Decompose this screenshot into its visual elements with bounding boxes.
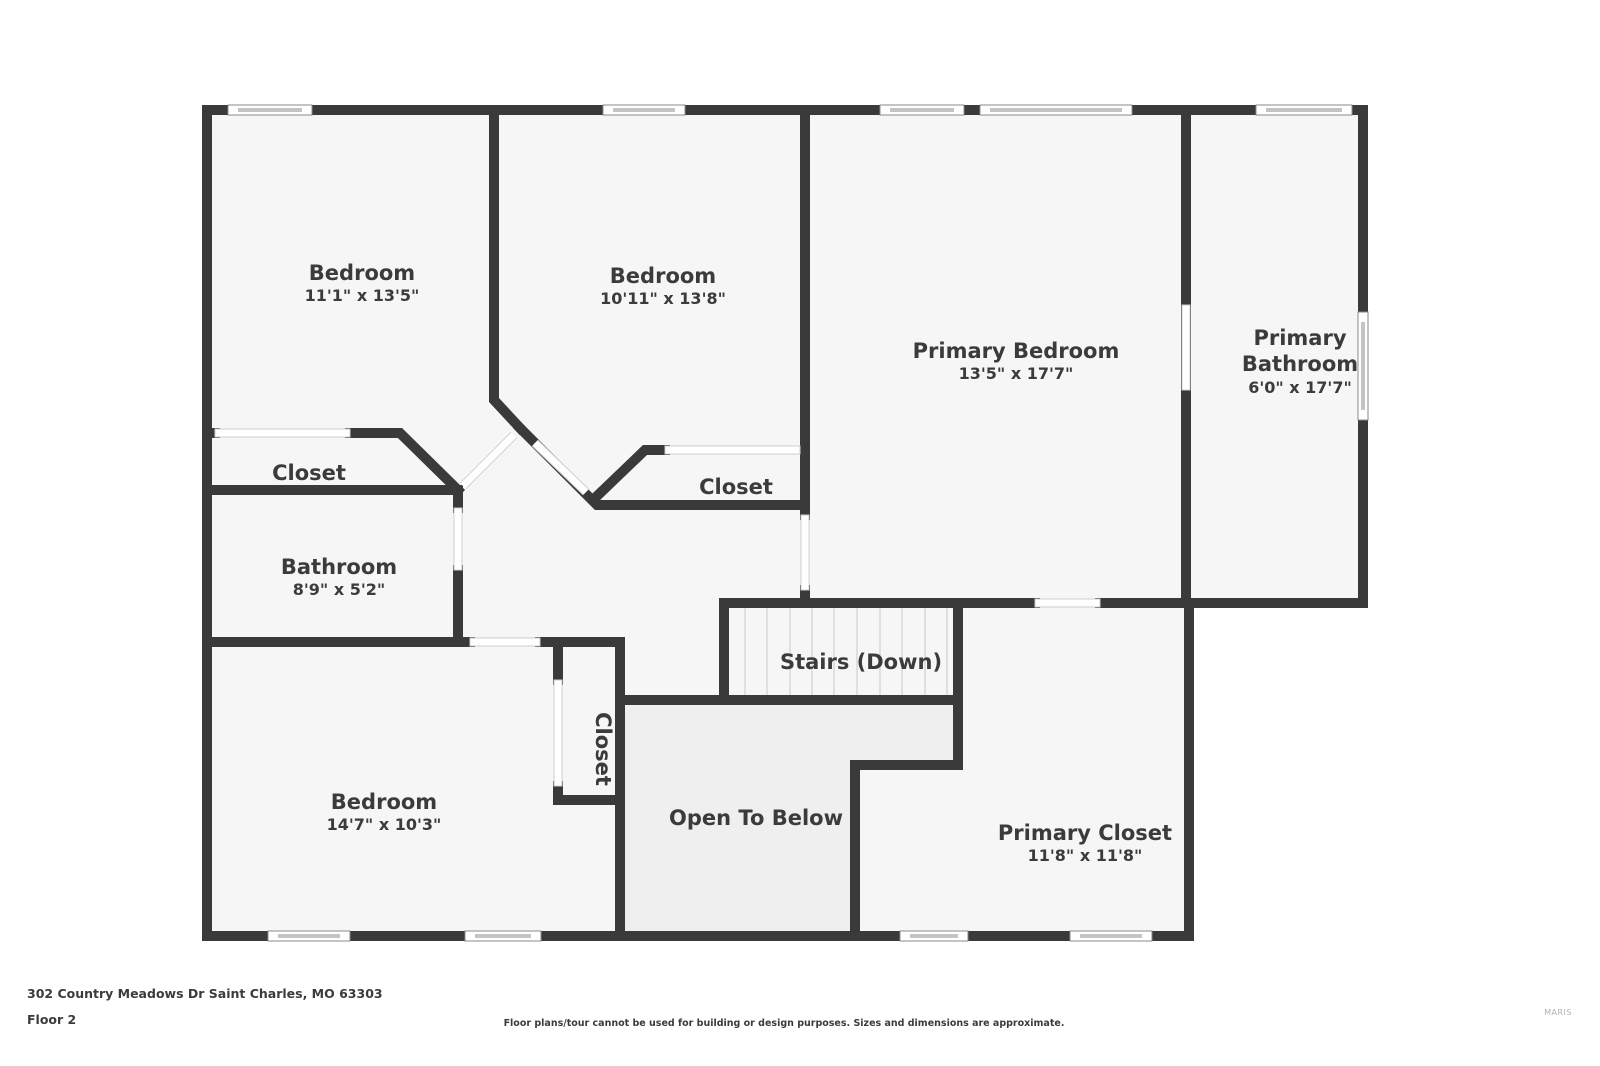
room-label-closet-1: Closet [272,460,346,486]
room-name: Closet [699,474,773,499]
windows [227,104,1369,942]
room-label-bedroom-2: Bedroom 10'11" x 13'8" [600,263,726,309]
disclaimer: Floor plans/tour cannot be used for buil… [503,1018,1065,1029]
floor-label: Floor 2 [27,1012,77,1027]
room-label-bedroom-1: Bedroom 11'1" x 13'5" [305,260,420,306]
room-fills [207,110,1363,936]
room-label-bedroom-3: Bedroom 14'7" x 10'3" [327,789,442,835]
door-openings [214,304,1191,787]
room-name: Primary Bedroom [912,338,1120,363]
room-name: Closet [272,460,346,485]
room-name: Stairs (Down) [779,649,943,674]
room-label-closet-2: Closet [699,474,773,500]
room-dimensions: 11'1" x 13'5" [304,286,420,306]
room-dimensions: 6'0" x 17'7" [1248,377,1352,397]
room-dimensions: 11'8" x 11'8" [1027,846,1143,866]
stair-treads [744,607,948,695]
room-name: Open To Below [669,805,843,830]
room-label-primary-closet: Primary Closet 11'8" x 11'8" [998,820,1172,866]
room-dimensions: 10'11" x 13'8" [600,289,726,309]
room-dimensions: 13'5" x 17'7" [958,364,1074,384]
room-label-bathroom: Bathroom 8'9" x 5'2" [281,554,397,600]
room-dimensions: 14'7" x 10'3" [326,815,442,835]
room-name: Primary Closet [997,820,1173,845]
watermark-logo: MARIS [1544,1008,1572,1017]
open-to-below-area [620,700,955,933]
room-dimensions: 8'9" x 5'2" [292,580,386,600]
room-name: Bedroom [330,789,438,814]
room-name: Bedroom [308,260,416,285]
room-label-primary-bedroom: Primary Bedroom 13'5" x 17'7" [913,338,1120,384]
room-name: Bathroom [280,554,398,579]
room-label-stairs: Stairs (Down) [780,649,942,675]
room-name: Bedroom [609,263,717,288]
room-label-primary-bathroom: Primary Bathroom 6'0" x 17'7" [1242,325,1358,398]
room-label-open-to-below: Open To Below [669,805,843,831]
property-address: 302 Country Meadows Dr Saint Charles, MO… [27,986,383,1001]
room-label-closet-3: Closet [590,712,616,786]
room-name-line2: Bathroom [1241,352,1359,376]
room-name: Closet [591,712,616,786]
room-name-line1: Primary [1253,325,1347,350]
